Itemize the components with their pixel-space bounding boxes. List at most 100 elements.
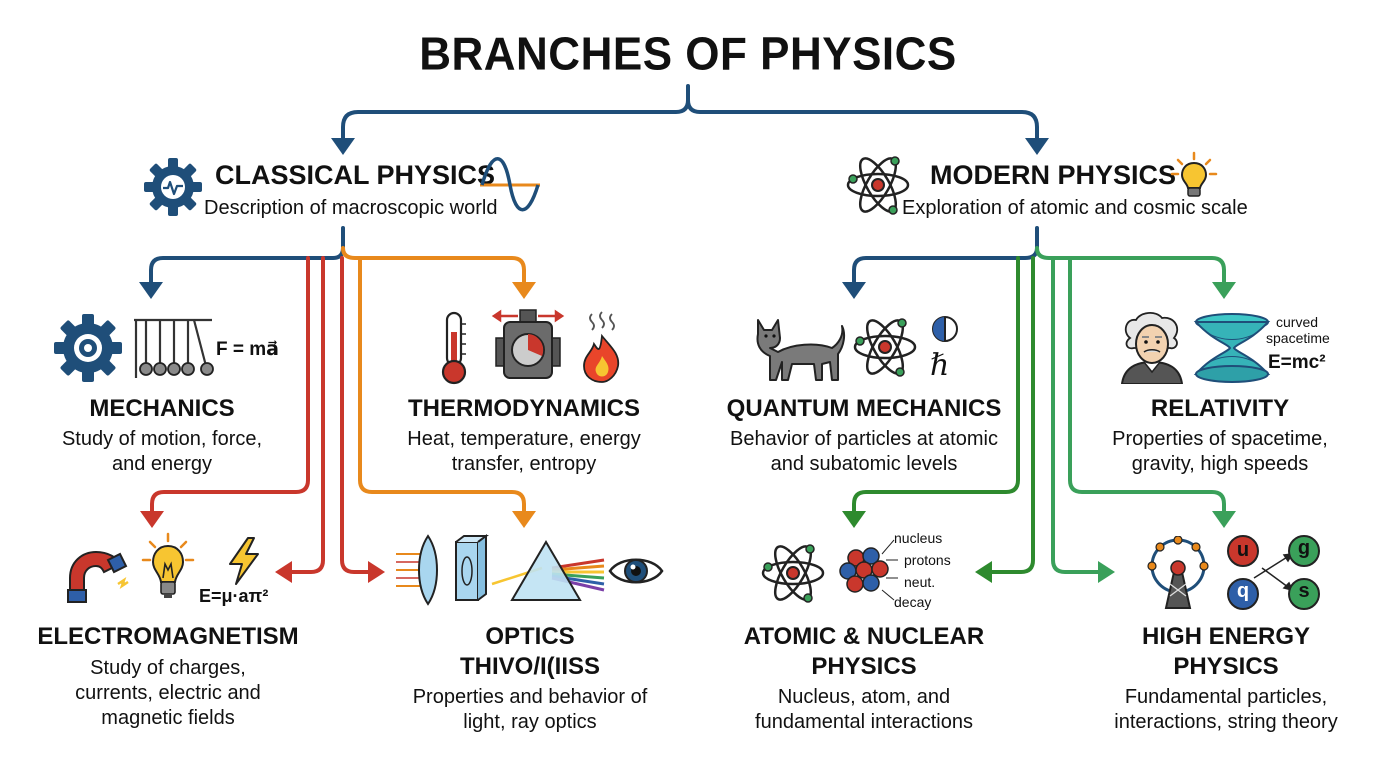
- scientist-portrait-icon: [1120, 312, 1184, 384]
- quantum-mechanics-desc-line1: Behavior of particles at atomic: [730, 428, 998, 450]
- atom-icon: [846, 156, 910, 215]
- mechanics-formula: F = ma⃗: [216, 339, 279, 360]
- connector-optics: [358, 256, 526, 514]
- electromagnetism-desc-line1: Study of charges,: [90, 657, 246, 679]
- prism-icon: [491, 540, 605, 601]
- curved-spacetime-label-line2: spacetime: [1266, 330, 1330, 346]
- arrowhead-optics-side: [368, 561, 385, 583]
- high-energy-title-line1: HIGH ENERGY: [1141, 623, 1311, 650]
- mechanics-title: MECHANICS: [89, 395, 235, 422]
- thermodynamics-title: THERMODYNAMICS: [408, 395, 640, 422]
- nucleus-icon: [839, 547, 889, 593]
- relativity-desc-line2: gravity, high speeds: [1131, 453, 1309, 475]
- relativity-title: RELATIVITY: [1150, 395, 1290, 422]
- connector-relativity: [1035, 246, 1226, 285]
- decay-label: decay: [894, 594, 932, 610]
- high-energy-desc-line1: Fundamental particles,: [1124, 686, 1328, 708]
- page-title: BRANCHES OF PHYSICS: [419, 28, 957, 81]
- optics-desc-line1: Properties and behavior of: [412, 686, 648, 708]
- modern-physics-title: MODERN PHYSICS: [930, 160, 1177, 190]
- connector-electromagnetism-side: [288, 256, 325, 574]
- quark-q-label: q: [1236, 580, 1250, 602]
- lens-rays-icon: [396, 534, 489, 606]
- neutrons-label: neut.: [904, 574, 936, 590]
- quark-u-label: u: [1236, 539, 1250, 561]
- atomic-nuclear-title-line2: PHYSICS: [811, 653, 917, 680]
- connector-thermodynamics: [341, 246, 526, 285]
- connector-atomic-side: [988, 256, 1035, 574]
- cat-icon: [756, 319, 846, 381]
- electric-bulb-icon: [141, 532, 195, 598]
- relativity-desc-line1: Properties of spacetime,: [1112, 428, 1328, 450]
- electromagnetism-desc-line3: magnetic fields: [101, 707, 235, 729]
- connector-hep-side: [1051, 256, 1102, 574]
- classical-physics-desc: Description of macroscopic world: [204, 197, 498, 219]
- cog-icon: [54, 314, 122, 382]
- connector-mechanics: [149, 226, 345, 285]
- connector-hep: [1068, 256, 1226, 514]
- arrowhead-atomic: [842, 511, 866, 528]
- optics-desc-line2: light, ray optics: [463, 711, 597, 733]
- quark-g-label: g: [1297, 537, 1311, 559]
- connector-atomic: [852, 256, 1020, 514]
- protons-label: protons: [904, 552, 951, 568]
- curved-spacetime-label-line1: curved: [1276, 314, 1319, 330]
- arrowhead-hep-side: [1098, 561, 1115, 583]
- gear-icon: [144, 158, 202, 216]
- lightbulb-icon: [1170, 151, 1218, 197]
- quantum-mechanics-desc-line2: and subatomic levels: [770, 453, 958, 475]
- quark-s-label: s: [1298, 580, 1310, 602]
- relativity-formula: E=mc²: [1268, 352, 1326, 373]
- horseshoe-magnet-icon: [67, 550, 129, 603]
- quantum-atom-icon: [853, 318, 917, 377]
- connector-optics-side: [340, 256, 372, 574]
- nucleus-label: nucleus: [894, 530, 943, 546]
- arrowhead-electromagnetism: [140, 511, 164, 528]
- connector-quantum: [852, 226, 1039, 285]
- fire-icon: [583, 311, 620, 383]
- optics-title-line1: OPTICS: [485, 623, 575, 650]
- electromagnetism-title: ELECTROMAGNETISM: [37, 623, 299, 650]
- optics-title-line2: THIVO/I(IISS: [459, 653, 600, 680]
- quark-diagram-icon: [1227, 535, 1320, 610]
- half-circle-icon: [932, 316, 958, 342]
- electromagnetism-desc-line2: currents, electric and: [75, 682, 261, 704]
- lightning-bolt-icon: [229, 537, 259, 585]
- newtons-cradle-icon: [134, 318, 214, 378]
- arrowhead-classical: [331, 138, 355, 155]
- connector-electromagnetism: [150, 256, 310, 514]
- atomic-model-icon: [761, 544, 825, 603]
- engine-piston-icon: [491, 309, 565, 379]
- sine-wave-icon: [480, 157, 540, 212]
- high-energy-desc-line2: interactions, string theory: [1114, 711, 1338, 733]
- atomic-nuclear-desc-line1: Nucleus, atom, and: [777, 686, 951, 708]
- arrowhead-optics: [512, 511, 536, 528]
- arrowhead-thermodynamics: [512, 282, 536, 299]
- nucleus-leader-lines: [881, 539, 898, 601]
- electromagnetism-formula: E=μ·aπ²: [199, 586, 269, 606]
- classical-physics-title: CLASSICAL PHYSICS: [215, 160, 496, 190]
- particle-accelerator-icon: [1147, 536, 1209, 609]
- high-energy-title-line2: PHYSICS: [1173, 653, 1279, 680]
- top-brace-connector: [341, 84, 1039, 142]
- modern-physics-desc: Exploration of atomic and cosmic scale: [902, 197, 1248, 219]
- atomic-nuclear-desc-line2: fundamental interactions: [755, 711, 973, 733]
- hbar-symbol: ℏ: [930, 348, 950, 383]
- spacetime-hourglass-icon: [1193, 313, 1271, 383]
- mechanics-desc-line1: Study of motion, force,: [61, 428, 263, 450]
- thermodynamics-desc-line1: Heat, temperature, energy: [407, 428, 641, 450]
- mechanics-desc-line2: and energy: [111, 453, 213, 475]
- thermometer-icon: [441, 311, 467, 385]
- arrowhead-quantum: [842, 282, 866, 299]
- quantum-mechanics-title: QUANTUM MECHANICS: [726, 395, 1002, 422]
- atomic-nuclear-title-line1: ATOMIC & NUCLEAR: [743, 623, 985, 650]
- eye-icon: [608, 558, 664, 584]
- arrowhead-mechanics: [139, 282, 163, 299]
- arrowhead-atomic-side: [975, 561, 992, 583]
- arrowhead-hep: [1212, 511, 1236, 528]
- thermodynamics-desc-line2: transfer, entropy: [451, 453, 597, 475]
- arrowhead-em-side: [275, 561, 292, 583]
- arrowhead-modern: [1025, 138, 1049, 155]
